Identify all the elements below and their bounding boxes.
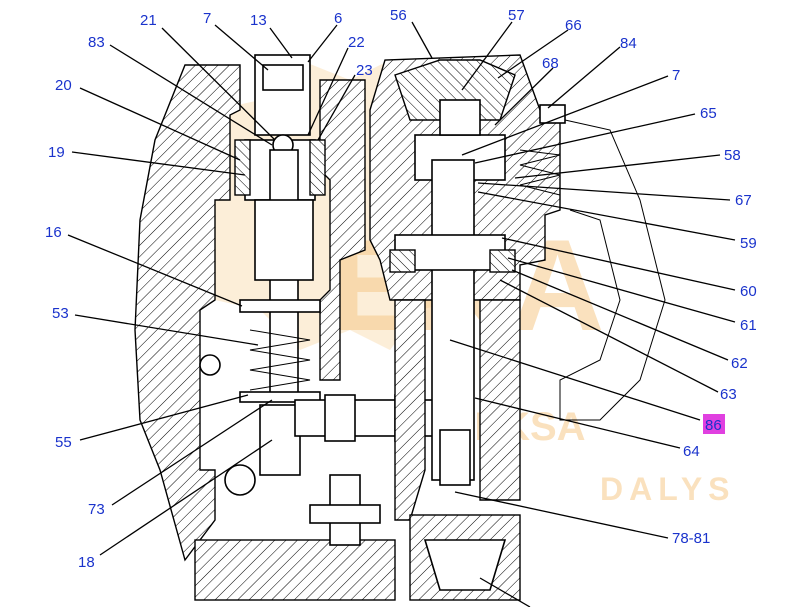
right-housing-lower (394, 299, 426, 521)
detent-ball (199, 354, 221, 376)
callout-6: 6 (334, 10, 342, 27)
clevis-slot (262, 64, 304, 91)
leader-66 (497, 29, 569, 79)
leader-65 (474, 113, 696, 164)
left-housing-outer-wall (134, 64, 241, 562)
callout-83: 83 (88, 34, 105, 51)
watermark-sub-text-2: DALYS (600, 471, 736, 507)
leader-13 (269, 27, 293, 59)
leader-6 (307, 24, 338, 63)
callout-20: 20 (55, 77, 72, 94)
leader-61 (507, 257, 736, 323)
callout-61: 61 (740, 317, 757, 334)
leader-22 (307, 47, 349, 136)
callout-7-top-left: 7 (203, 10, 211, 27)
leader-68 (494, 67, 554, 126)
left-valve-housing (134, 54, 396, 601)
callout-59: 59 (740, 235, 757, 252)
callout-58: 58 (724, 147, 741, 164)
callout-60: 60 (740, 283, 757, 300)
leader-62 (511, 269, 729, 361)
callout-73: 73 (88, 501, 105, 518)
seal-right-a (389, 249, 416, 273)
spring-seat-upper (239, 299, 321, 313)
leader-57 (461, 21, 513, 91)
callout-13: 13 (250, 12, 267, 29)
callout-21: 21 (140, 12, 157, 29)
leader-7a (214, 24, 269, 71)
lower-plug (224, 464, 256, 496)
leader-67 (477, 182, 731, 201)
leader-19 (71, 151, 246, 176)
callout-16: 16 (45, 224, 62, 241)
leader-bottom (479, 577, 531, 607)
leader-58 (514, 154, 721, 179)
left-housing-right-wall (319, 79, 366, 381)
callout-67: 67 (735, 192, 752, 209)
leader-55 (79, 394, 249, 441)
right-housing-lower-b (479, 299, 521, 501)
far-right-outline (559, 119, 666, 421)
callout-18: 18 (78, 554, 95, 571)
seal-left-a (234, 139, 251, 196)
bottom-port-cup (423, 539, 507, 591)
callout-78-81: 78-81 (672, 530, 710, 547)
leader-78-81 (454, 491, 669, 539)
callout-23: 23 (356, 62, 373, 79)
callout-62: 62 (731, 355, 748, 372)
diaphragm-cap (394, 59, 516, 121)
adjust-screw (439, 429, 471, 486)
callout-7-right: 7 (672, 67, 680, 84)
callout-63: 63 (720, 386, 737, 403)
leader-23 (317, 74, 356, 141)
callout-68: 68 (542, 55, 559, 72)
leader-86 (449, 339, 701, 421)
left-lower-body (259, 404, 301, 476)
piston-rod-top (439, 99, 481, 136)
callout-55: 55 (55, 434, 72, 451)
leader-83 (109, 44, 273, 146)
return-spring (249, 329, 311, 391)
callout-22: 22 (348, 34, 365, 51)
leader-53 (74, 314, 259, 346)
leader-63 (499, 279, 719, 393)
cross-nut-a (324, 394, 356, 442)
callout-labels: 7 13 6 21 83 22 23 20 19 16 53 55 73 18 … (45, 7, 757, 571)
leader-64 (474, 397, 681, 449)
leader-73 (111, 399, 273, 506)
leader-56 (411, 21, 433, 59)
callout-86-highlight (703, 414, 725, 434)
seal-right-b (489, 249, 516, 273)
leader-7b (461, 75, 669, 156)
callout-86: 86 (705, 417, 722, 434)
leader-60 (501, 237, 736, 291)
left-spool (254, 199, 314, 281)
callout-66: 66 (565, 17, 582, 34)
leader-lines (67, 21, 736, 607)
seal-left-b (309, 139, 326, 196)
leader-21 (161, 27, 276, 141)
callout-53: 53 (52, 305, 69, 322)
callout-56: 56 (390, 7, 407, 24)
fitting-nut (309, 504, 381, 524)
leader-16 (67, 234, 243, 307)
leader-84 (547, 46, 621, 109)
leader-18 (99, 439, 273, 556)
leader-59 (477, 191, 736, 241)
callout-84: 84 (620, 35, 637, 52)
callout-64: 64 (683, 443, 700, 460)
leader-20 (79, 87, 241, 161)
callout-65: 65 (700, 105, 717, 122)
callout-19: 19 (48, 144, 65, 161)
callout-57: 57 (508, 7, 525, 24)
bottom-flange (194, 539, 396, 601)
right-valve-housing (369, 54, 666, 601)
